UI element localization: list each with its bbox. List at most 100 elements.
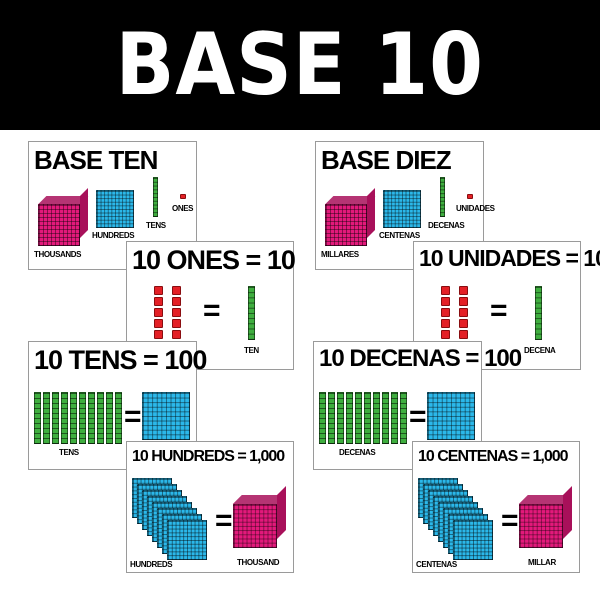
one-cube-icon (172, 319, 181, 328)
one-cube-icon (172, 286, 181, 295)
ones-label: ONES (172, 204, 194, 213)
thousands-cube-icon-side (367, 187, 376, 238)
ten-label: DECENA (524, 346, 556, 355)
ten-rod-icon (43, 392, 50, 444)
one-cube-icon (441, 308, 450, 317)
card-title: 10 UNIDADES = 10 (419, 245, 600, 271)
tens-label: DECENAS (339, 448, 376, 457)
hundreds-label: HUNDREDS (130, 560, 173, 569)
ones-cube-icon (180, 194, 186, 199)
thousand-cube-icon-top (519, 495, 572, 504)
ten-rod-icon (535, 286, 542, 340)
card-english-ones: 10 ONES = 10 = TEN (126, 241, 296, 370)
ten-rod-icon (391, 392, 398, 444)
card-title: 10 DECENAS = 100 (319, 345, 522, 372)
ten-rod-icon (115, 392, 122, 444)
thousand-cube-icon (519, 504, 563, 548)
equals-sign: = (490, 294, 508, 327)
tens-rod-icon (153, 177, 158, 217)
thousands-cube-icon-top (38, 195, 89, 204)
one-cube-icon (154, 286, 163, 295)
one-cube-icon (459, 308, 468, 317)
header-banner: BASE 10 (0, 0, 600, 130)
page-title: BASE 10 (115, 15, 485, 115)
one-cube-icon (154, 297, 163, 306)
hundred-flat-icon (427, 392, 475, 440)
card-english-hundreds: 10 HUNDREDS = 1,000 = HUNDREDS THOUSAND (126, 441, 294, 573)
ten-rod-icon (34, 392, 41, 444)
card-title: BASE TEN (34, 145, 158, 175)
card-title: 10 CENTENAS = 1,000 (418, 448, 569, 465)
one-cube-icon (459, 297, 468, 306)
card-english-base: BASE TEN THOUSANDS HUNDREDS TENS ONES (28, 141, 197, 270)
thousand-label: THOUSAND (237, 558, 280, 567)
ten-rod-icon (248, 286, 255, 340)
ten-rod-icon (382, 392, 389, 444)
ten-rod-icon (373, 392, 380, 444)
ten-rod-icon (400, 392, 407, 444)
ten-rod-icon (79, 392, 86, 444)
one-cube-icon (172, 297, 181, 306)
card-title: 10 ONES = 10 (132, 245, 296, 275)
one-cube-icon (459, 286, 468, 295)
thousand-label: MILLAR (528, 558, 556, 567)
tens-label: TENS (59, 448, 79, 457)
card-title: 10 HUNDREDS = 1,000 (132, 448, 285, 465)
one-cube-icon (172, 330, 181, 339)
hundreds-flat-icon (383, 190, 421, 228)
thousands-cube-icon-top (325, 195, 376, 204)
card-english-tens: 10 TENS = 100 = TENS (28, 341, 207, 470)
ten-rod-icon (70, 392, 77, 444)
one-cube-icon (441, 286, 450, 295)
one-cube-icon (154, 308, 163, 317)
thousands-cube-icon (38, 204, 80, 246)
thousands-cube-icon (325, 204, 367, 246)
thousands-label: MILLARES (321, 250, 359, 259)
ten-rod-icon (346, 392, 353, 444)
ten-rod-icon (88, 392, 95, 444)
one-cube-icon (459, 319, 468, 328)
thousands-label: THOUSANDS (34, 250, 82, 259)
tens-label: DECENAS (428, 221, 465, 230)
one-cube-icon (441, 330, 450, 339)
ten-rod-icon (355, 392, 362, 444)
card-spanish-hundreds: 10 CENTENAS = 1,000 = CENTENAS MILLAR (412, 441, 580, 573)
card-title: BASE DIEZ (321, 145, 452, 175)
ten-rod-icon (364, 392, 371, 444)
thousand-cube-icon (233, 504, 277, 548)
ones-cube-icon (467, 194, 473, 199)
tens-label: TENS (146, 221, 166, 230)
one-cube-icon (459, 330, 468, 339)
ten-rod-icon (52, 392, 59, 444)
hundred-flat-icon (142, 392, 190, 440)
ones-label: UNIDADES (456, 204, 495, 213)
hundreds-label: CENTENAS (379, 231, 420, 240)
hundreds-label: CENTENAS (416, 560, 457, 569)
ten-rod-icon (319, 392, 326, 444)
ten-rod-icon (337, 392, 344, 444)
ten-rod-icon (328, 392, 335, 444)
hundreds-label: HUNDREDS (92, 231, 135, 240)
equals-sign: = (215, 504, 233, 537)
one-cube-icon (172, 308, 181, 317)
one-cube-icon (154, 330, 163, 339)
equals-sign: = (124, 400, 142, 433)
hundred-flat-icon (453, 520, 493, 560)
hundred-flat-icon (167, 520, 207, 560)
ten-rod-icon (97, 392, 104, 444)
ten-rod-icon (106, 392, 113, 444)
hundreds-flat-icon (96, 190, 134, 228)
equals-sign: = (203, 294, 221, 327)
ten-label: TEN (244, 346, 259, 355)
thousands-cube-icon-side (80, 187, 89, 238)
equals-sign: = (501, 504, 519, 537)
equals-sign: = (409, 400, 427, 433)
one-cube-icon (441, 297, 450, 306)
thousand-cube-icon-top (233, 495, 286, 504)
ten-rod-icon (61, 392, 68, 444)
card-title: 10 TENS = 100 (34, 345, 207, 375)
tens-rod-icon (440, 177, 445, 217)
one-cube-icon (154, 319, 163, 328)
card-spanish-tens: 10 DECENAS = 100 = DECENAS (313, 341, 522, 470)
one-cube-icon (441, 319, 450, 328)
